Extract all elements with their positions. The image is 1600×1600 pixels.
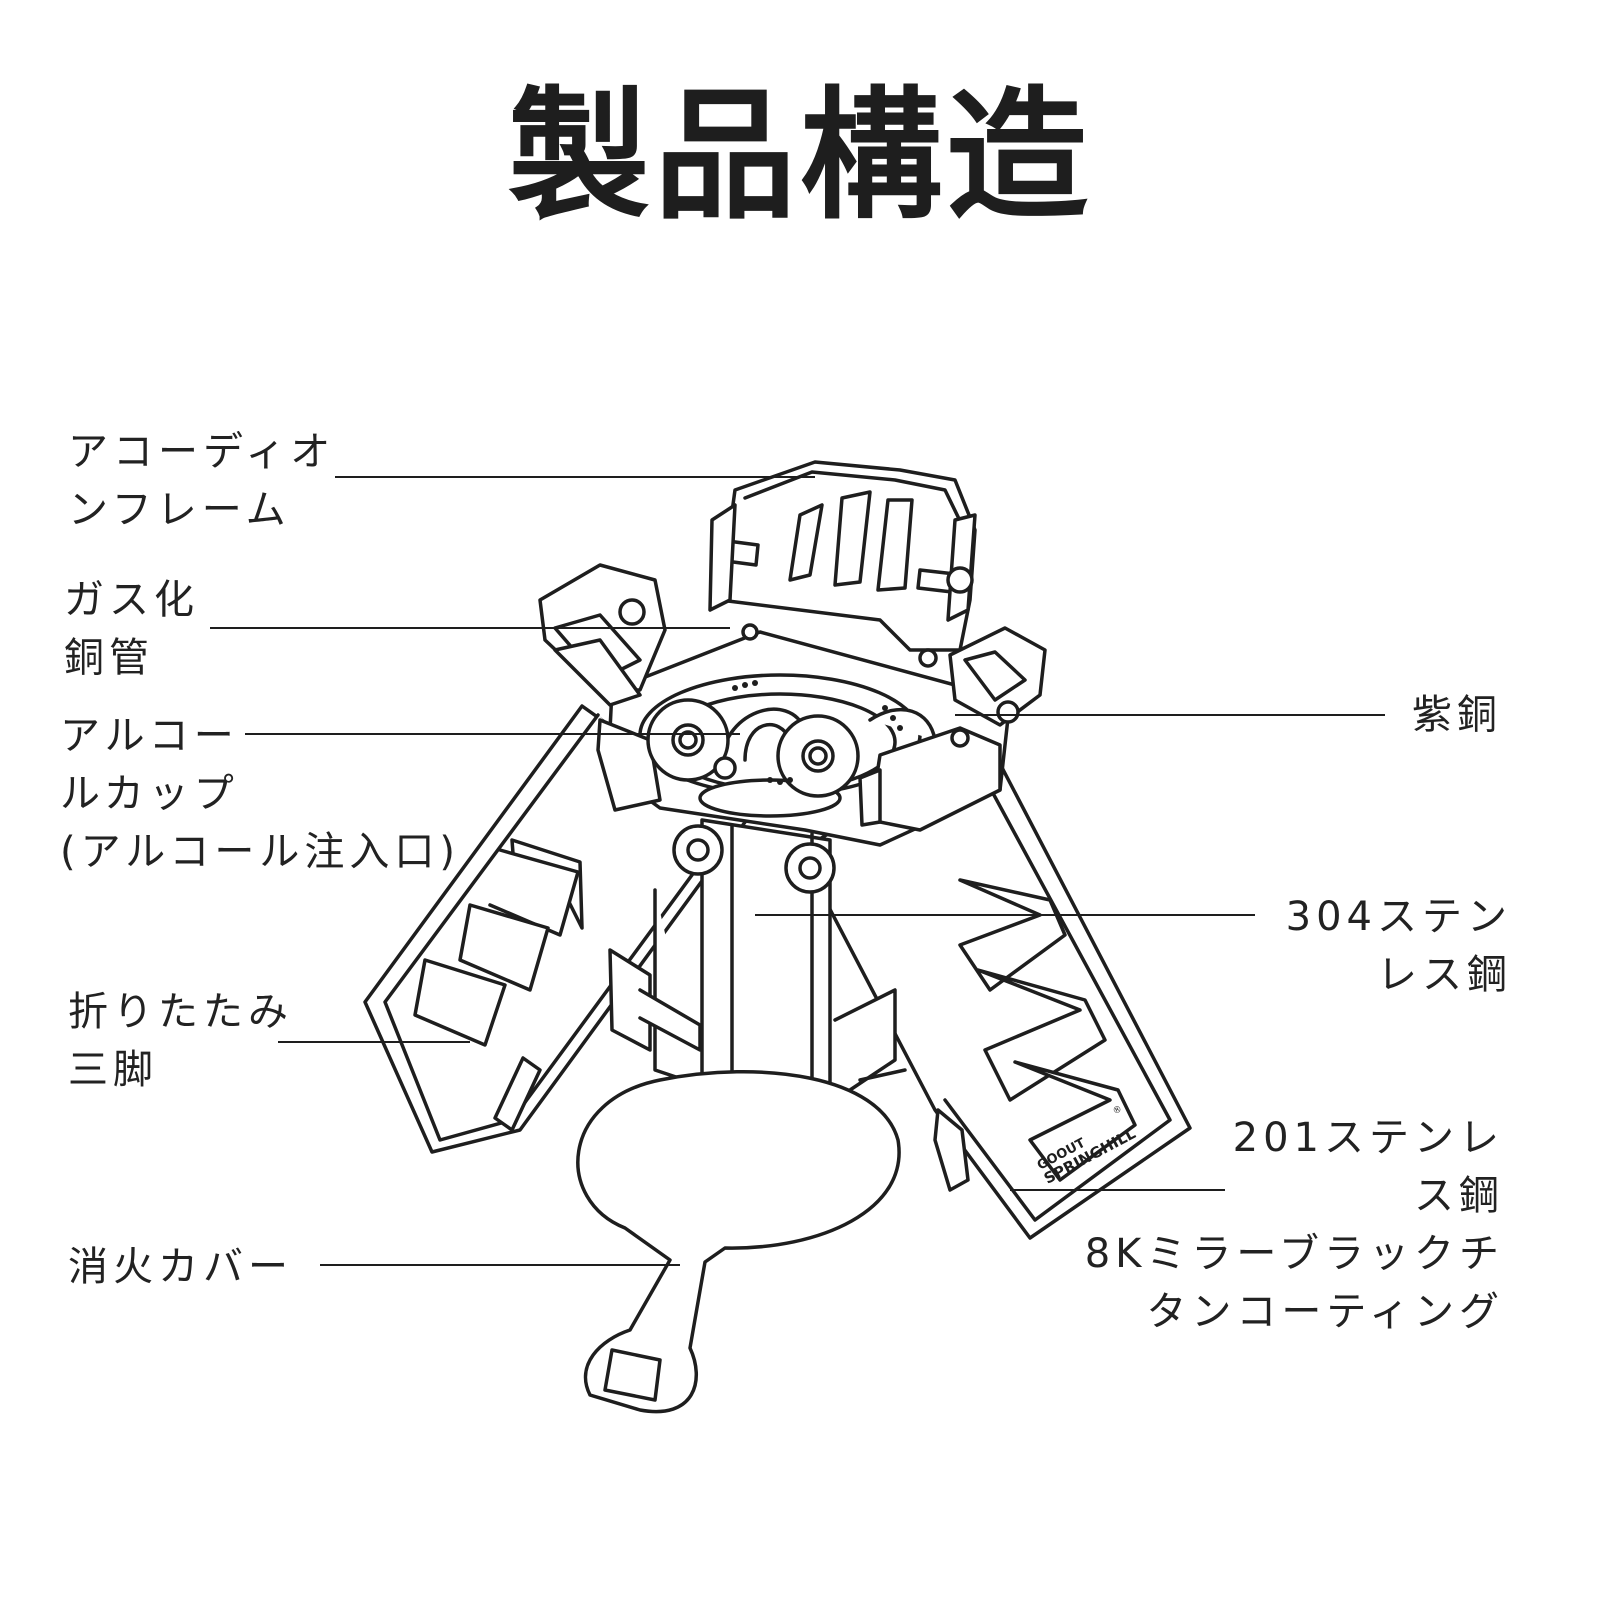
leader-lines <box>210 476 1385 1266</box>
label-tripod: 折りたたみ 三脚 <box>68 989 293 1093</box>
accordion-windscreen <box>708 460 977 652</box>
label-alcohol-cup: アルコー ルカップ (アルコール注入口) <box>60 713 461 875</box>
label-accordion-frame: アコーディオ ンフレーム <box>68 429 336 533</box>
label-stainless-201: 201ステンレ ス鋼 8Kミラーブラックチ タンコーティング <box>1084 1115 1504 1335</box>
label-stainless-304: 304ステン レス鋼 <box>1285 894 1512 998</box>
logo-registered-mark: ® <box>1111 1104 1124 1117</box>
right-pot-support <box>858 626 1047 832</box>
burner-holes <box>732 680 903 785</box>
left-tripod-leg <box>363 704 750 1154</box>
extinguish-cover <box>576 1070 901 1414</box>
label-extinguish-cover: 消火カバー <box>68 1244 293 1290</box>
right-tripod-leg <box>798 733 1192 1240</box>
left-pot-support <box>538 563 667 812</box>
page-title: 製品構造 <box>508 74 1092 239</box>
hinge-bolts <box>646 623 970 894</box>
label-purple-copper: 紫銅 <box>1412 692 1502 738</box>
label-gas-tube: ガス化 銅管 <box>64 577 199 681</box>
